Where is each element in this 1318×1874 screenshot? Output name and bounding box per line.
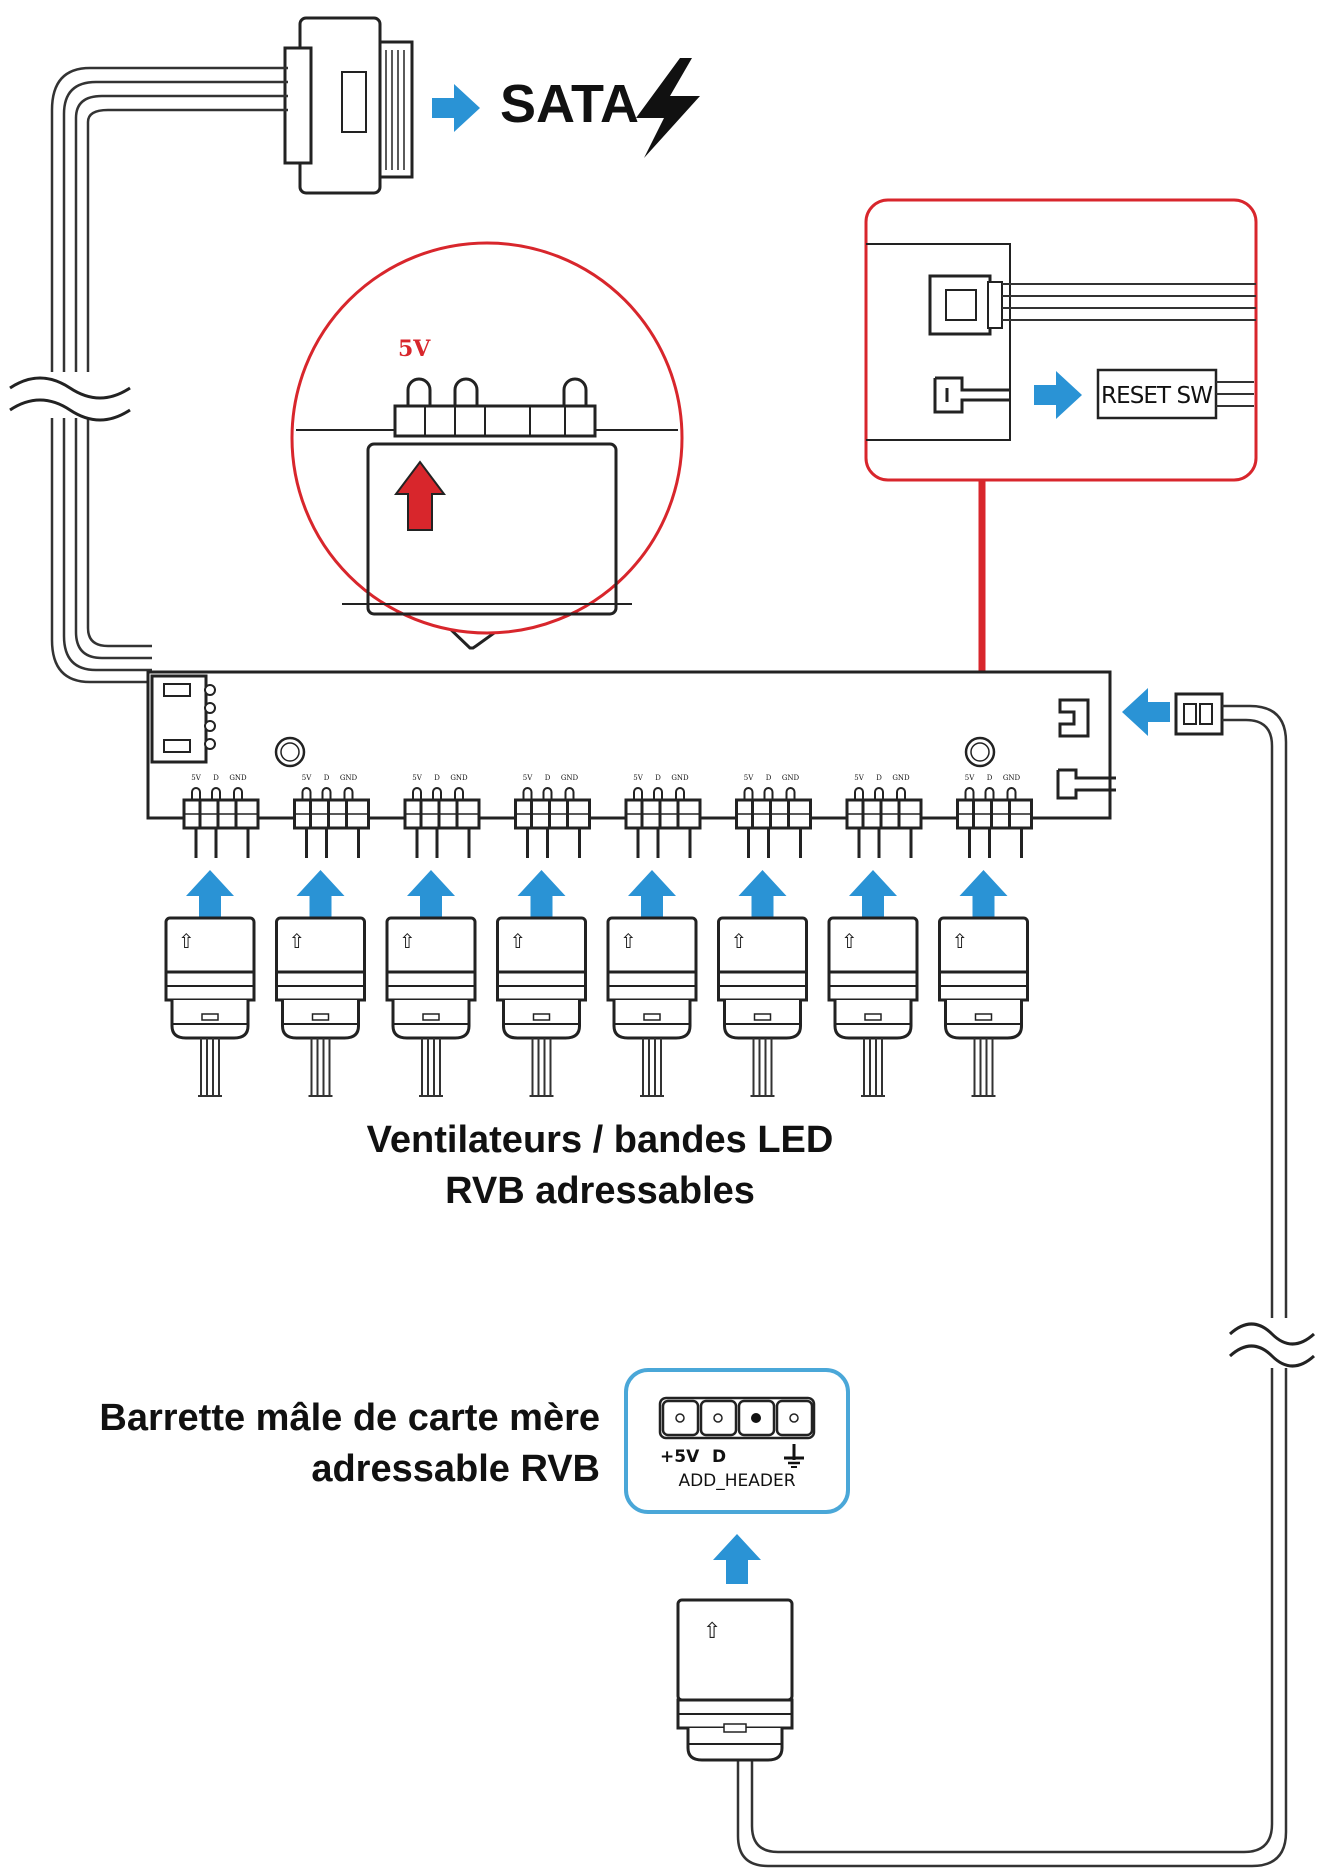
blue-up-arrow-icon xyxy=(849,870,897,920)
add-header-box xyxy=(624,1368,850,1514)
pin-label: D xyxy=(545,774,551,782)
hub-port: 5V D GND xyxy=(514,774,591,858)
pin-label: 5V xyxy=(965,774,975,782)
fan-connector: ⇧ xyxy=(164,916,256,1097)
fan-connector: ⇧ xyxy=(717,916,808,1097)
hub-port: 5V D GND xyxy=(845,774,923,858)
header-pin-5v: +5V xyxy=(660,1447,700,1467)
fans-label-line2: RVB adressables xyxy=(445,1170,755,1212)
header-pin-d: D xyxy=(712,1447,726,1467)
sata-label: SATA xyxy=(500,74,639,134)
pin-label: 5V xyxy=(854,774,864,782)
blue-up-arrow-icon xyxy=(407,870,455,920)
connector-arrow: ⇧ xyxy=(289,929,306,953)
pin-label: D xyxy=(766,774,772,782)
hub-port: 5V D GND xyxy=(735,774,812,858)
mb-cable-connector: ⇧ xyxy=(676,1598,794,1762)
fan-connector: ⇧ xyxy=(606,916,698,1097)
hub-ports: 5V D GND ⇧ 5V D GND ⇧ 5V D GND ⇧ 5V D GND ⇧ 5V D GND ⇧ 5V D GN… xyxy=(164,774,1033,1097)
pin-label: D xyxy=(434,774,440,782)
blue-up-arrow-icon xyxy=(517,870,566,920)
pin-label: GND xyxy=(671,774,689,782)
pin-label: D xyxy=(987,774,993,782)
connector-arrow: ⇧ xyxy=(178,929,195,953)
connector-arrow: ⇧ xyxy=(620,929,637,953)
hub-port: 5V D GND xyxy=(293,774,370,858)
connector-arrow: ⇧ xyxy=(952,929,969,953)
mb-connector-arrow: ⇧ xyxy=(703,1619,721,1644)
header-arrow-icon xyxy=(713,1534,761,1584)
reset-sw-label: RESET SW xyxy=(1101,383,1213,409)
ground-symbol-icon xyxy=(784,1444,804,1468)
pin-label: 5V xyxy=(412,774,422,782)
fan-connector: ⇧ xyxy=(938,916,1029,1097)
fans-label-line1: Ventilateurs / bandes LED xyxy=(367,1119,834,1161)
pin-label: GND xyxy=(782,774,800,782)
hub-port: 5V D GND xyxy=(956,774,1033,858)
pin-label: 5V xyxy=(191,774,201,782)
hub-board xyxy=(146,670,1116,820)
pin-label: 5V xyxy=(633,774,643,782)
lightning-bolt-icon xyxy=(636,58,700,158)
connector-arrow: ⇧ xyxy=(731,929,748,953)
input-connector xyxy=(1174,692,1224,736)
connector-arrow: ⇧ xyxy=(399,929,416,953)
zoom-5v-label: 5V xyxy=(398,336,431,362)
pin-label: GND xyxy=(340,774,358,782)
fan-connector: ⇧ xyxy=(827,916,919,1097)
sata-connector xyxy=(283,16,414,195)
pin-label: D xyxy=(876,774,882,782)
blue-up-arrow-icon xyxy=(296,870,345,920)
cable-break-icon xyxy=(9,372,131,422)
blue-up-arrow-icon xyxy=(186,870,234,920)
mb-label-line2: adressable RVB xyxy=(311,1448,600,1490)
pin-label: D xyxy=(213,774,219,782)
hub-port: 5V D GND xyxy=(624,774,702,858)
blue-up-arrow-icon xyxy=(628,870,676,920)
pin-label: D xyxy=(324,774,330,782)
cable-break-icon-2 xyxy=(1228,1318,1316,1368)
pin-label: GND xyxy=(450,774,468,782)
fan-connector: ⇧ xyxy=(496,916,587,1097)
pin-label: GND xyxy=(892,774,910,782)
fan-connector: ⇧ xyxy=(385,916,477,1097)
pin-label: 5V xyxy=(744,774,754,782)
blue-up-arrow-icon xyxy=(738,870,787,920)
pin-label: GND xyxy=(1003,774,1021,782)
blue-up-arrow-icon xyxy=(959,870,1008,920)
fan-connector: ⇧ xyxy=(275,916,366,1097)
pin-label: D xyxy=(655,774,661,782)
zoom-detail-5v xyxy=(290,241,684,650)
pin-label: 5V xyxy=(523,774,533,782)
connector-arrow: ⇧ xyxy=(510,929,527,953)
pin-label: GND xyxy=(229,774,247,782)
reset-switch-detail xyxy=(864,198,1258,482)
hub-port: 5V D GND xyxy=(182,774,260,858)
sata-arrow-icon xyxy=(432,84,480,132)
pin-label: 5V xyxy=(302,774,312,782)
red-up-arrow-icon xyxy=(394,460,446,531)
header-name: ADD_HEADER xyxy=(678,1471,795,1491)
hub-port: 5V D GND xyxy=(403,774,481,858)
mb-label-line1: Barrette mâle de carte mère xyxy=(99,1397,600,1439)
hub-input-arrow-icon xyxy=(1122,688,1170,736)
pin-label: GND xyxy=(561,774,579,782)
motherboard-cable xyxy=(736,704,1288,1868)
connector-arrow: ⇧ xyxy=(841,929,858,953)
